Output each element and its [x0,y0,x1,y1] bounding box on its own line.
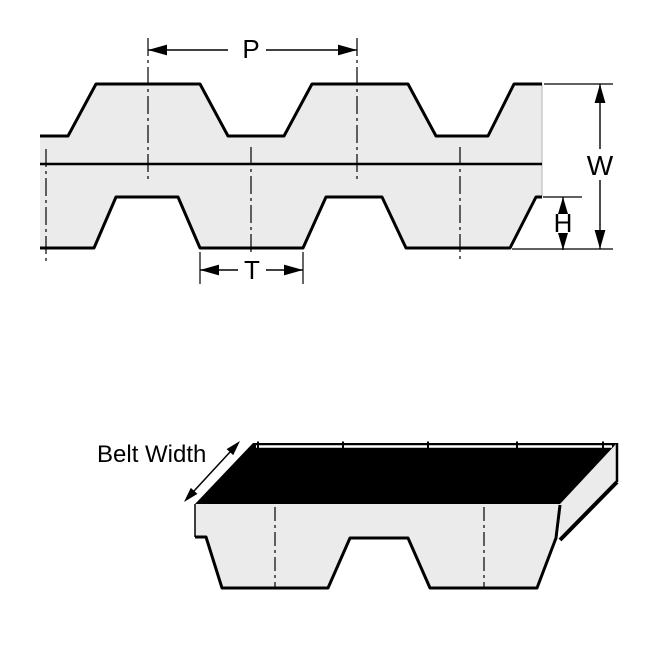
arrowhead-up-icon [558,197,568,214]
dimension-width-label: W [587,150,614,181]
arrowhead-down-icon [594,230,606,249]
arrowhead-left-icon [148,44,167,56]
front-face-centerlines [274,507,485,587]
arrowhead-up-icon [594,84,606,103]
arrowhead-down-left-icon [184,487,198,502]
top-tooth-profile [40,82,542,138]
belt-width-annotation: Belt Width [97,441,240,502]
dimension-tooth-width-label: T [244,255,260,285]
dimension-tooth-height-label: H [554,208,573,238]
bottom-tooth-profile [40,195,542,250]
belt-cross-section-diagram: P W H T [40,34,617,285]
dimension-tooth-width: T [199,252,304,285]
dimension-tooth-height-label-background [551,212,575,235]
belt-width-arrow-line [193,451,231,492]
belt-cross-section-body [40,84,542,248]
belt-front-face [195,504,560,588]
arrowhead-right-icon [338,44,357,56]
dimension-pitch: P [148,34,357,64]
centerlines [45,38,461,263]
arrowhead-right-icon [284,264,303,276]
belt-top-face [195,443,617,504]
belt-3d-view: Belt Width [97,441,619,590]
belt-width-label: Belt Width [97,441,206,468]
dimension-tooth-height: H [543,196,582,250]
arrowhead-down-icon [558,233,568,250]
dimension-width-label-background [583,149,617,180]
belt-end-face [560,443,617,540]
belt-3d-tooth-profile [195,504,562,590]
arrowhead-up-right-icon [226,441,240,456]
dimension-tooth-width-label-background [238,256,266,284]
dimension-pitch-label: P [242,34,259,64]
dimension-pitch-label-background [228,35,266,64]
arrowhead-left-icon [200,264,219,276]
belt-top-face-tooth-ticks [257,441,604,452]
belt-end-face-bottom-edge [558,480,619,542]
